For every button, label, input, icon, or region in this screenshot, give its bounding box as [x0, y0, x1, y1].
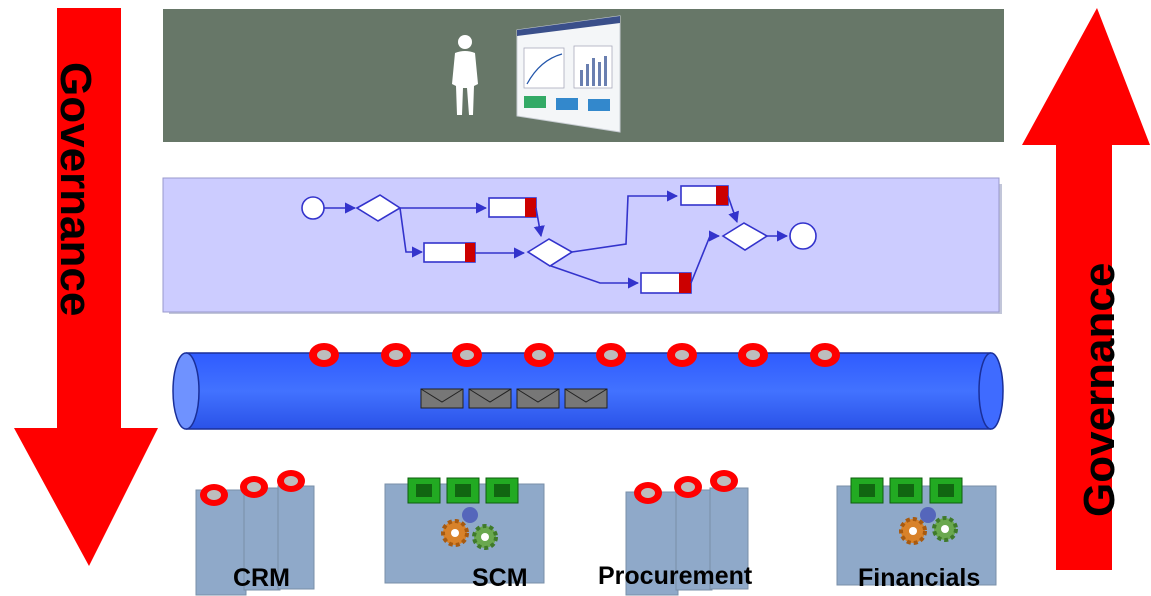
service-endpoint-icons: [309, 343, 840, 367]
system-label-procurement: Procurement: [598, 562, 753, 590]
system-scm: [384, 477, 545, 584]
system-label-scm: SCM: [472, 564, 528, 592]
component-icon: [929, 477, 963, 504]
process-layer: [162, 177, 1000, 313]
governance-left-label: Governance: [51, 62, 100, 316]
component-icon: [407, 477, 441, 504]
component-icon: [446, 477, 480, 504]
gear-icon: [899, 517, 927, 545]
service-endpoint-icon: [452, 343, 482, 367]
gear-icon: [932, 516, 958, 542]
service-endpoint-icon: [634, 482, 662, 504]
component-icon: [850, 477, 884, 504]
dashboard-screen-icon: [516, 15, 621, 133]
service-endpoint-icon: [381, 343, 411, 367]
system-crm: [195, 470, 315, 596]
process-flow-icon: [301, 185, 817, 294]
component-icon: [485, 477, 519, 504]
service-endpoint-icon: [667, 343, 697, 367]
service-endpoint-icon: [710, 470, 738, 492]
service-endpoint-icon: [738, 343, 768, 367]
component-icon: [889, 477, 923, 504]
system-financials: [836, 477, 997, 586]
message-envelope-icon: [420, 388, 464, 409]
service-endpoint-icon: [240, 476, 268, 498]
system-label-crm: CRM: [233, 564, 290, 592]
message-envelopes: [420, 388, 608, 409]
message-envelope-icon: [468, 388, 512, 409]
service-endpoint-icon: [277, 470, 305, 492]
governance-down-arrow: [14, 8, 158, 566]
system-procurement: [625, 470, 749, 596]
gear-icon: [441, 519, 469, 547]
service-endpoint-icon: [596, 343, 626, 367]
message-envelope-icon: [516, 388, 560, 409]
person-icon: [452, 35, 478, 115]
service-endpoint-icon: [810, 343, 840, 367]
service-endpoint-icon: [309, 343, 339, 367]
service-endpoint-icon: [200, 484, 228, 506]
governance-right-label: Governance: [1075, 263, 1124, 517]
service-endpoint-icon: [524, 343, 554, 367]
governance-up-arrow: [1022, 8, 1150, 570]
gear-icon: [472, 524, 498, 550]
service-endpoint-icon: [674, 476, 702, 498]
message-envelope-icon: [564, 388, 608, 409]
system-label-financials: Financials: [858, 564, 981, 592]
